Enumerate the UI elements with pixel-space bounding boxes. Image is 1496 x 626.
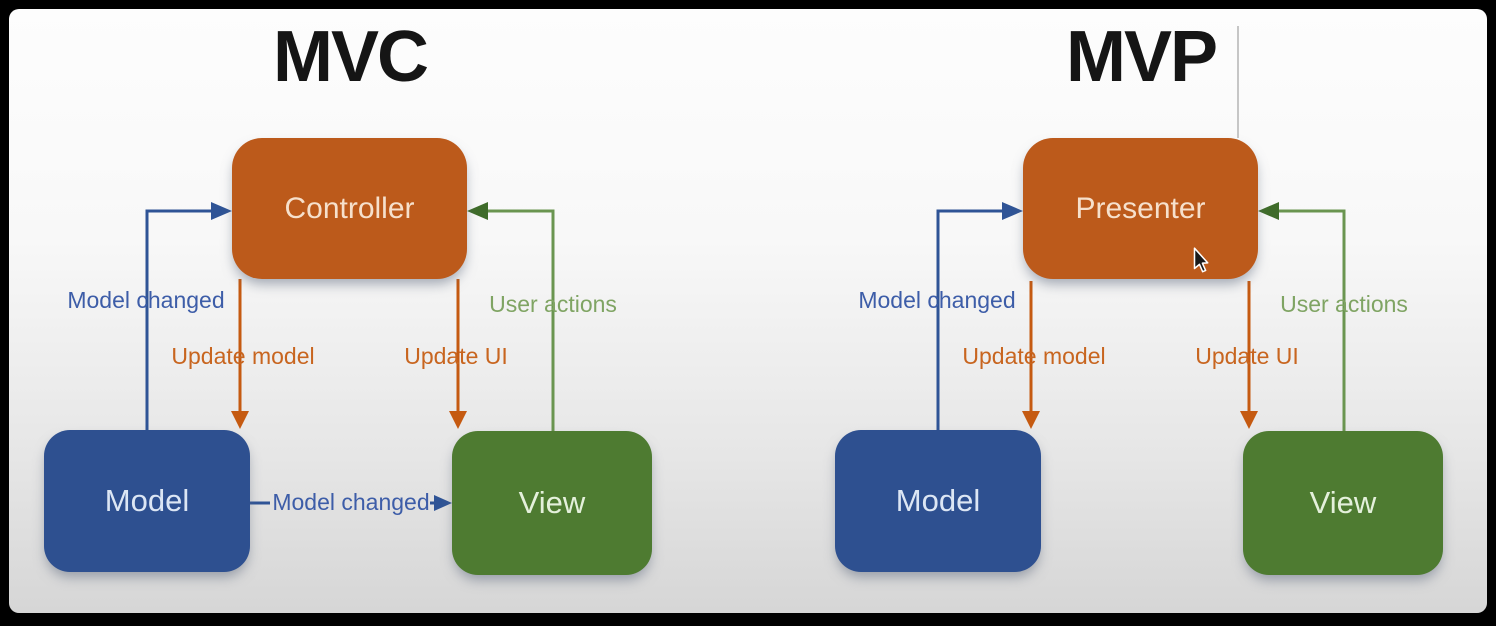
mvc-model-box: Model <box>44 430 250 572</box>
mvc-model-changed-across-label: Model changed <box>272 489 430 515</box>
presenter-box-label: Presenter <box>1075 191 1206 225</box>
mvc-view-box-label: View <box>518 485 586 520</box>
mvp-user-actions-label: User actions <box>1280 291 1408 317</box>
model-changed-across-arrow <box>250 495 452 511</box>
controller-box-label: Controller <box>284 191 415 225</box>
mvp-model-changed-label: Model changed <box>858 287 1016 313</box>
mvc-diagram: MVC Controller Model View Model changed … <box>0 0 660 626</box>
model-changed-arrow <box>936 202 1023 430</box>
mvc-model-changed-label: Model changed <box>67 287 225 313</box>
slide-artifact-line <box>1237 26 1239 138</box>
update-model-arrow <box>231 279 249 429</box>
mvp-view-box: View <box>1243 431 1443 575</box>
mvc-update-model-label: Update model <box>171 343 315 369</box>
mvp-model-box: Model <box>835 430 1041 572</box>
model-changed-arrow <box>145 202 232 430</box>
user-actions-arrow <box>467 202 555 432</box>
mvp-model-box-label: Model <box>895 483 981 518</box>
controller-box: Controller <box>232 138 467 279</box>
mvc-model-box-label: Model <box>104 483 190 518</box>
update-ui-arrow <box>1240 281 1258 429</box>
update-model-arrow <box>1022 281 1040 429</box>
slide-background <box>9 9 1487 613</box>
mvp-arrows <box>936 202 1346 432</box>
mvp-view-box-label: View <box>1309 485 1377 520</box>
mvc-arrows <box>145 202 555 511</box>
mvc-view-box: View <box>452 431 652 575</box>
update-ui-arrow <box>449 279 467 429</box>
mvc-update-ui-label: Update UI <box>404 343 508 369</box>
mvp-diagram: MVP Presenter Model View Model changed U… <box>791 0 1451 626</box>
user-actions-arrow <box>1258 202 1346 432</box>
mvp-update-model-label: Update model <box>962 343 1106 369</box>
mvc-title: MVC <box>273 17 429 97</box>
presenter-box: Presenter <box>1023 138 1258 279</box>
mvp-update-ui-label: Update UI <box>1195 343 1299 369</box>
mvp-title: MVP <box>1065 17 1218 97</box>
mouse-cursor-icon <box>1193 247 1209 273</box>
mvc-user-actions-label: User actions <box>489 291 617 317</box>
